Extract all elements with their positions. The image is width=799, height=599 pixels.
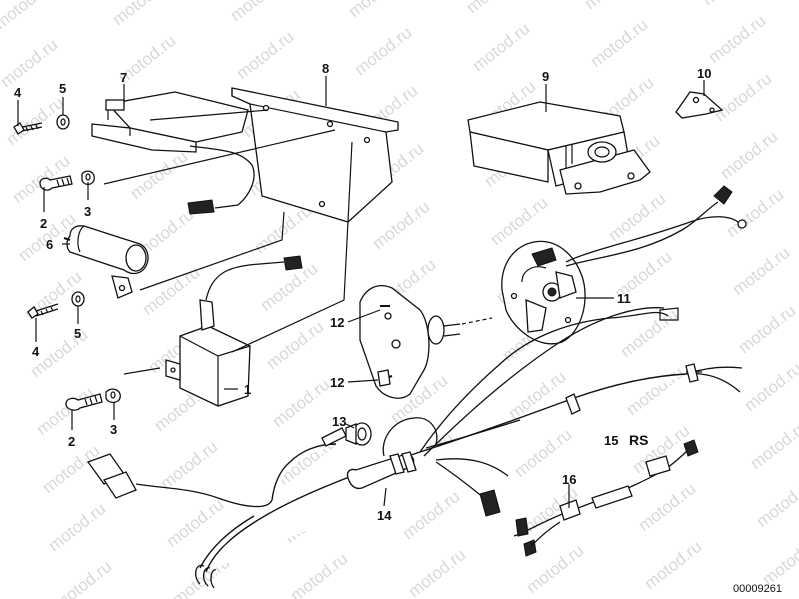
callout-2: 2 (40, 216, 47, 231)
watermark-text: motod.ru (753, 475, 799, 531)
part-11-pickup-plate (501, 185, 747, 345)
watermark-text: motod.ru (587, 15, 652, 71)
part-8-mounting-bracket (231, 87, 399, 223)
watermark-text: motod.ru (287, 549, 352, 599)
watermark-text: motod.ru (641, 537, 706, 593)
watermark-text: motod.ru (269, 375, 334, 431)
coil-fasteners (65, 388, 121, 411)
callout-5: 5 (74, 326, 81, 341)
part-7-control-unit (91, 91, 255, 215)
callout-7: 7 (120, 70, 127, 85)
callout-13: 13 (332, 414, 346, 429)
watermark-text: motod.ru (717, 127, 782, 183)
watermark-text: motod.ru (51, 557, 116, 599)
watermark-text: motod.ru (747, 417, 799, 473)
watermark-text: motod.ru (729, 243, 794, 299)
watermark-text: motod.ru (369, 197, 434, 253)
watermark-text: motod.ru (0, 35, 61, 91)
watermark-text: motod.ru (741, 359, 799, 415)
watermark-text: motod.ru (487, 193, 552, 249)
watermark-text: motod.ru (157, 437, 222, 493)
watermark-text: motod.ru (469, 19, 534, 75)
watermark-text: motod.ru (233, 27, 298, 83)
watermark-text: motod.ru (723, 185, 788, 241)
callout-5: 5 (59, 81, 66, 96)
watermark-text: motod.ru (127, 147, 192, 203)
watermark-text: motod.ru (699, 0, 764, 9)
upper-fasteners (13, 114, 95, 191)
callout-4: 4 (14, 85, 22, 100)
part-14-wiring-harness (86, 307, 743, 589)
part-16-lead (513, 439, 699, 557)
watermark-text: motod.ru (33, 383, 98, 439)
callout-16: 16 (562, 472, 576, 487)
watermark-text: motod.ru (711, 69, 776, 125)
callout-4: 4 (32, 344, 40, 359)
watermark-text: motod.ru (581, 0, 646, 13)
watermark-text: motod.ru (463, 0, 528, 17)
callout-11: 11 (617, 291, 631, 306)
callout-3: 3 (84, 204, 91, 219)
watermark-text: motod.ru (227, 0, 292, 25)
watermark-text: motod.ru (109, 0, 174, 29)
watermark-text: motod.ru (635, 479, 700, 535)
watermark-text: motod.ru (759, 533, 799, 589)
callout-12: 12 (330, 315, 344, 330)
callout-12: 12 (330, 375, 344, 390)
watermark-text: motod.ru (0, 0, 55, 33)
callout-leaders (17, 76, 705, 508)
watermark-text: motod.ru (605, 189, 670, 245)
callout-15: 15 (604, 433, 618, 448)
part-9-control-module (467, 101, 651, 195)
assembly-leaders (103, 109, 353, 375)
watermark-text: motod.ru (345, 0, 410, 21)
part-6-capacitor (63, 225, 149, 299)
callout-3: 3 (110, 422, 117, 437)
callout-9: 9 (542, 69, 549, 84)
callout-14: 14 (377, 508, 392, 523)
variant-label: RS (629, 432, 648, 448)
watermark-text: motod.ru (399, 487, 464, 543)
watermark-text: motod.ru (705, 11, 770, 67)
watermark-text: motod.ru (263, 317, 328, 373)
watermark-text: motod.ru (45, 499, 110, 555)
callout-8: 8 (322, 61, 329, 76)
catalog-number: 00009261 (733, 583, 782, 595)
watermark-text: motod.ru (405, 545, 470, 599)
part-12-breaker-plate (359, 285, 493, 399)
callout-2: 2 (68, 434, 75, 449)
part-10-small-bracket (675, 91, 724, 119)
callout-10: 10 (697, 66, 711, 81)
callout-1: 1 (244, 382, 251, 397)
callout-6: 6 (46, 237, 53, 252)
watermark-text: motod.ru (351, 23, 416, 79)
watermark-text: motod.ru (735, 301, 799, 357)
part-1-ignition-coil (165, 255, 303, 407)
